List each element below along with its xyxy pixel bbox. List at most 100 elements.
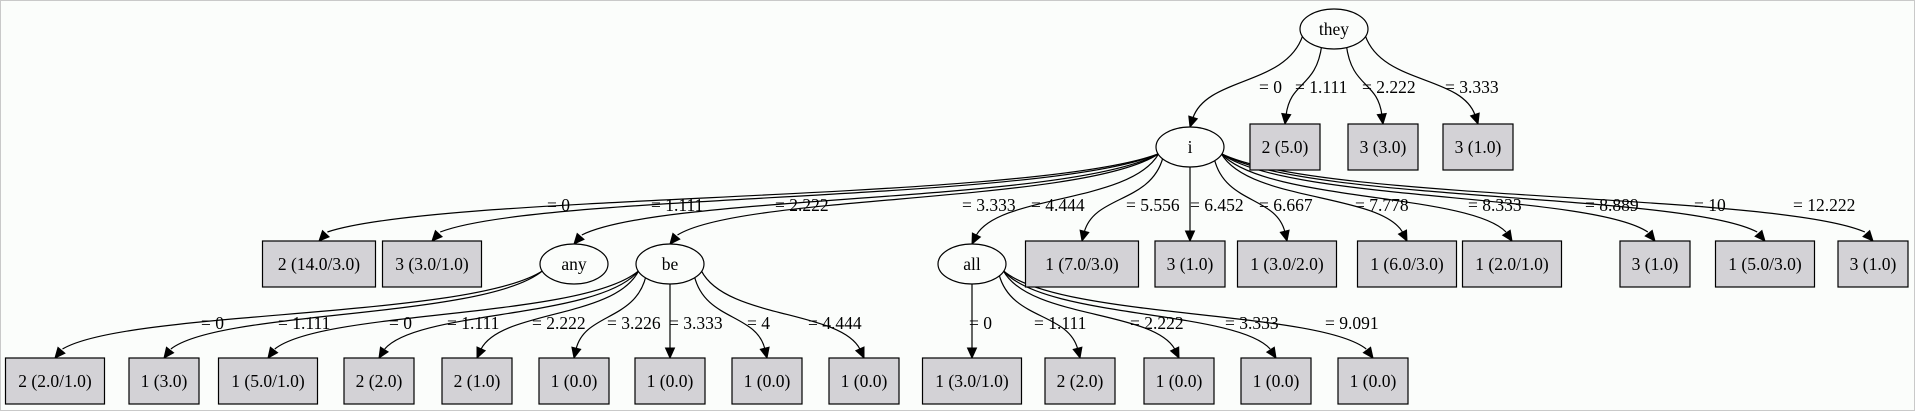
arrowhead xyxy=(1862,229,1874,242)
arrowhead xyxy=(1265,346,1277,360)
edge-label: = 4.444 xyxy=(1031,195,1085,215)
node-box xyxy=(1356,240,1458,288)
node-box xyxy=(1347,123,1419,171)
edge-label: = 8.889 xyxy=(1585,195,1639,215)
arrowhead xyxy=(854,346,865,360)
leaf-node-L_i_11: 1 (5.0/3.0) xyxy=(1714,240,1816,288)
split-node-all: all xyxy=(937,243,1007,285)
node-box xyxy=(1154,240,1226,288)
edge-label: = 0 xyxy=(1259,77,1282,97)
edge-i-to-L_i_6: = 6.452 xyxy=(1184,164,1244,243)
edge-they-to-i: = 0 xyxy=(1188,35,1304,129)
leaf-node-L_i_6: 3 (1.0) xyxy=(1154,240,1226,288)
node-box xyxy=(1337,357,1409,405)
leaf-node-L_any_1: 1 (3.0) xyxy=(128,357,200,405)
leaf-node-L_all_4: 1 (0.0) xyxy=(1337,357,1409,405)
node-label: 1 (6.0/3.0) xyxy=(1370,254,1444,274)
arrowhead xyxy=(267,346,279,359)
arrowhead xyxy=(971,232,982,246)
edge-label: = 1.111 xyxy=(278,313,330,333)
edge-line xyxy=(1220,153,1507,233)
node-label: 3 (3.0/1.0) xyxy=(395,254,469,274)
edge-label: = 4 xyxy=(747,313,770,333)
node-label: 1 (0.0) xyxy=(1156,371,1203,391)
arrowhead xyxy=(163,346,175,359)
node-label: 1 (0.0) xyxy=(1350,371,1397,391)
edge-be-to-L_be_3: = 3.226 xyxy=(571,275,661,360)
leaf-node-L_i_7: 1 (3.0/2.0) xyxy=(1236,240,1338,288)
split-node-i: i xyxy=(1155,126,1225,168)
node-box xyxy=(1714,240,1816,288)
node-label: they xyxy=(1319,19,1349,39)
edge-line xyxy=(480,270,640,350)
edge-they-to-L_they_1: = 1.111 xyxy=(1281,44,1347,126)
leaf-node-L_i_9: 1 (2.0/1.0) xyxy=(1461,240,1563,288)
edge-label: = 12.222 xyxy=(1793,195,1855,215)
node-label: 2 (2.0) xyxy=(356,371,403,391)
leaf-node-L_they_1: 2 (5.0) xyxy=(1249,123,1321,171)
edge-they-to-L_they_2: = 2.222 xyxy=(1345,44,1416,126)
leaf-node-L_all_2: 1 (0.0) xyxy=(1143,357,1215,405)
edge-line xyxy=(1364,35,1476,116)
node-box xyxy=(1236,240,1338,288)
leaf-node-L_be_1: 2 (2.0) xyxy=(343,357,415,405)
edge-label: = 1.111 xyxy=(1034,313,1086,333)
edge-line xyxy=(384,270,640,350)
edge-label: = 6.667 xyxy=(1259,195,1313,215)
edge-line xyxy=(1220,153,1758,233)
node-box xyxy=(1044,357,1116,405)
leaf-node-L_all_3: 1 (0.0) xyxy=(1240,357,1312,405)
leaf-node-L_all_0: 1 (3.0/1.0) xyxy=(921,357,1023,405)
arrowhead xyxy=(1397,229,1408,243)
node-box xyxy=(217,357,319,405)
edge-line xyxy=(274,270,640,350)
edge-line xyxy=(439,153,1159,233)
edge-all-to-L_all_0: = 0 xyxy=(966,281,992,360)
node-label: 1 (3.0/2.0) xyxy=(1250,254,1324,274)
node-label: 2 (2.0) xyxy=(1057,371,1104,391)
node-label: i xyxy=(1188,137,1193,157)
edge-i-to-L_i_12: = 12.222 xyxy=(1221,153,1874,242)
node-label: 1 (2.0/1.0) xyxy=(1475,254,1549,274)
arrowhead xyxy=(1169,346,1180,360)
edge-label: = 2.222 xyxy=(532,313,586,333)
leaf-node-L_be_6: 1 (0.0) xyxy=(828,357,900,405)
edge-line xyxy=(1221,153,1866,233)
leaf-node-L_be_3: 1 (0.0) xyxy=(538,357,610,405)
edge-label: = 3.333 xyxy=(1445,77,1499,97)
edge-label: = 2.222 xyxy=(775,195,829,215)
edge-line xyxy=(170,270,544,350)
edge-line xyxy=(581,153,1159,236)
edge-line xyxy=(575,275,647,350)
arrowhead xyxy=(1188,115,1199,129)
node-ellipse xyxy=(1299,8,1369,50)
edge-i-to-L_i_11: = 10 xyxy=(1220,153,1766,242)
edge-any-to-L_any_0: = 0 xyxy=(54,270,544,359)
arrowhead xyxy=(1644,229,1656,242)
node-label: 1 (0.0) xyxy=(551,371,598,391)
arrowhead xyxy=(54,346,66,359)
edges-layer: = 0= 1.111= 2.222= 3.333= 0= 1.111= 2.22… xyxy=(54,35,1874,360)
node-label: 1 (3.0/1.0) xyxy=(935,371,1009,391)
edge-label: = 1.111 xyxy=(1295,77,1347,97)
edge-line xyxy=(700,270,861,350)
arrowhead xyxy=(378,346,390,360)
edge-i-to-all: = 4.444 xyxy=(971,153,1160,246)
split-node-any: any xyxy=(539,243,609,285)
edge-line xyxy=(998,274,1079,350)
node-box xyxy=(1024,240,1140,288)
node-label: 2 (2.0/1.0) xyxy=(18,371,92,391)
node-label: be xyxy=(662,254,679,274)
node-label: 3 (1.0) xyxy=(1632,254,1679,274)
node-box xyxy=(128,357,200,405)
node-box xyxy=(343,357,415,405)
node-label: 2 (14.0/3.0) xyxy=(278,254,360,274)
node-ellipse xyxy=(635,243,705,285)
edge-line xyxy=(1213,158,1286,233)
node-ellipse xyxy=(937,243,1007,285)
edge-they-to-L_they_3: = 3.333 xyxy=(1364,35,1499,126)
edge-i-to-L_i_0: = 0 xyxy=(318,153,1159,242)
edge-line xyxy=(677,153,1160,236)
node-box xyxy=(828,357,900,405)
